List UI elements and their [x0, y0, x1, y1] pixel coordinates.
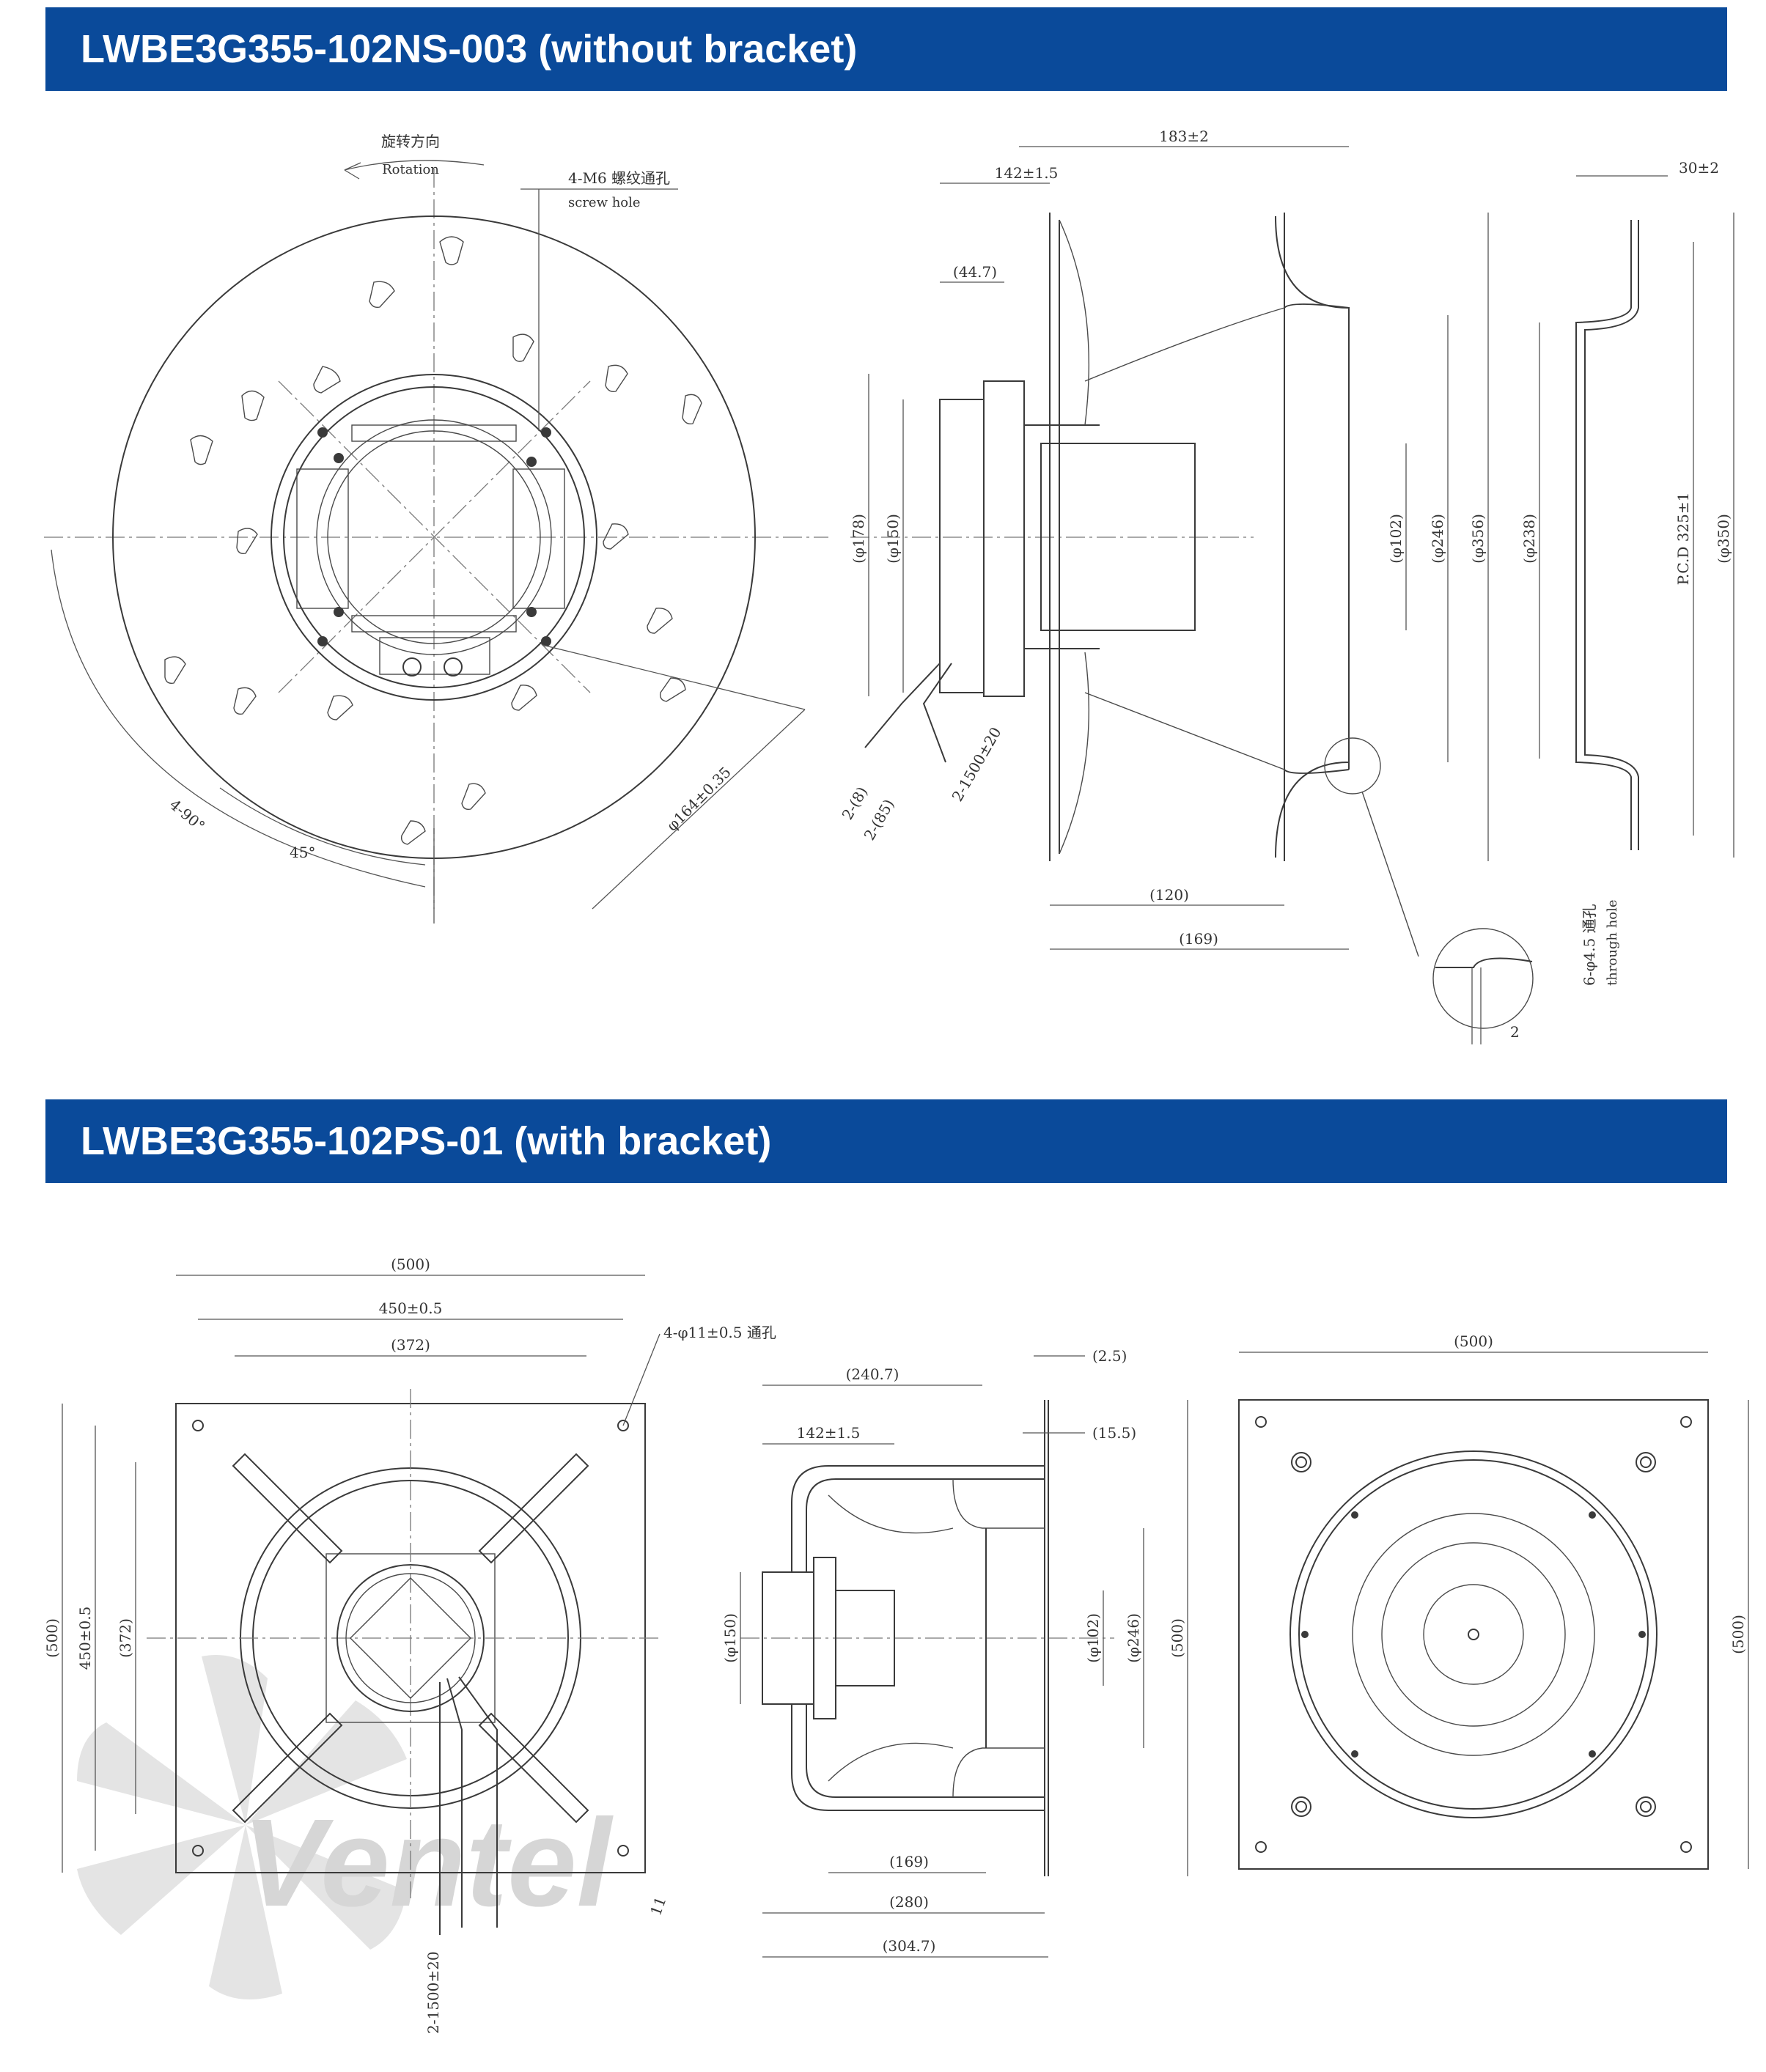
dim-183: 183±2: [1159, 128, 1209, 145]
angle-45-label: 45°: [290, 844, 315, 861]
dim-120: (120): [1149, 886, 1189, 904]
dim-142: 142±1.5: [995, 164, 1059, 182]
dim-102-b: (φ102): [1084, 1613, 1102, 1663]
dim-150-b: (φ150): [721, 1613, 739, 1663]
through-hole-cn: 6-φ4.5 通孔: [1581, 904, 1598, 986]
drawing1-flange-view: 30±2 (φ238) P.C.D 325±1 (φ350) 6-φ4.5 通孔…: [1520, 159, 1734, 986]
section-title-2: LWBE3G355-102PS-01 (with bracket): [81, 1119, 772, 1163]
drawing1-side-view: 183±2 142±1.5 (44.7) (φ178) (φ150) (φ102…: [839, 128, 1534, 1044]
holes-label: 4-φ11±0.5 通孔: [663, 1324, 776, 1341]
angle-90-label: 4-90°: [166, 795, 209, 835]
width-372: (372): [391, 1336, 430, 1354]
dim-500-side: (500): [1169, 1618, 1186, 1658]
rotation-label-cn: 旋转方向: [381, 133, 440, 150]
dim-30: 30±2: [1679, 159, 1719, 177]
drawing2-side-view: (2.5) (240.7) (15.5) 142±1.5 (φ150) (φ10…: [721, 1347, 1188, 1958]
dim-2-5: (2.5): [1092, 1347, 1127, 1365]
dim-44: (44.7): [953, 263, 997, 281]
dim-142-b: 142±1.5: [797, 1424, 861, 1442]
cable-8-label: 2-(8): [839, 784, 872, 822]
dim-150-side: (φ150): [884, 514, 902, 564]
cable-85-label: 2-(85): [861, 796, 898, 843]
dim-280: (280): [889, 1893, 929, 1911]
through-hole-en: through hole: [1605, 899, 1620, 986]
section-header-2: LWBE3G355-102PS-01 (with bracket): [45, 1099, 1727, 1183]
height-450: 450±0.5: [76, 1607, 94, 1670]
pcd-325: P.C.D 325±1: [1674, 493, 1692, 586]
section-title-1: LWBE3G355-102NS-003 (without bracket): [81, 27, 858, 71]
drawing1-front-view: 旋转方向 Rotation 4-M6 螺纹通孔 screw hole 4-90°…: [44, 133, 828, 923]
width-450: 450±0.5: [379, 1299, 443, 1317]
dim-178: (φ178): [850, 514, 867, 564]
screw-hole-label-en: screw hole: [568, 195, 641, 210]
rotation-label-en: Rotation: [382, 162, 439, 177]
dim-169-side: (169): [1179, 930, 1218, 948]
rear-width-500: (500): [1454, 1332, 1493, 1350]
dim-238: (φ238): [1520, 514, 1538, 564]
dia-164-label: φ164±0.35: [663, 763, 735, 834]
dim-246-b: (φ246): [1125, 1613, 1142, 1663]
drawing2-rear-view: (500) (500): [1238, 1332, 1749, 1870]
dim-169-b: (169): [889, 1853, 929, 1870]
watermark-logo: Ventel: [77, 1655, 614, 1999]
rear-height-500: (500): [1729, 1615, 1747, 1654]
drawing2-front-view: (500) 450±0.5 (372) (500) 450±0.5 (372) …: [43, 1256, 776, 2034]
dim-102-side: (φ102): [1387, 514, 1405, 564]
dim-304: (304.7): [883, 1937, 936, 1955]
cable-length-label-2: 2-1500±20: [424, 1951, 442, 2034]
dim-246-side: (φ246): [1429, 514, 1446, 564]
dim-15-5: (15.5): [1092, 1424, 1136, 1442]
height-372: (372): [117, 1618, 134, 1658]
height-500: (500): [43, 1618, 61, 1658]
section-header-1: LWBE3G355-102NS-003 (without bracket): [45, 7, 1727, 91]
dim-350: (φ350): [1715, 514, 1732, 564]
screw-hole-label-cn: 4-M6 螺纹通孔: [568, 169, 670, 187]
dim-356: (φ356): [1469, 514, 1487, 564]
watermark-text: Ventel: [242, 1793, 614, 1933]
detail-2-label: 2: [1510, 1023, 1520, 1041]
cable-length-label: 2-1500±20: [949, 724, 1005, 805]
dim-240: (240.7): [846, 1365, 899, 1383]
hole-11-label: 11: [647, 1895, 669, 1918]
width-500: (500): [391, 1256, 430, 1273]
